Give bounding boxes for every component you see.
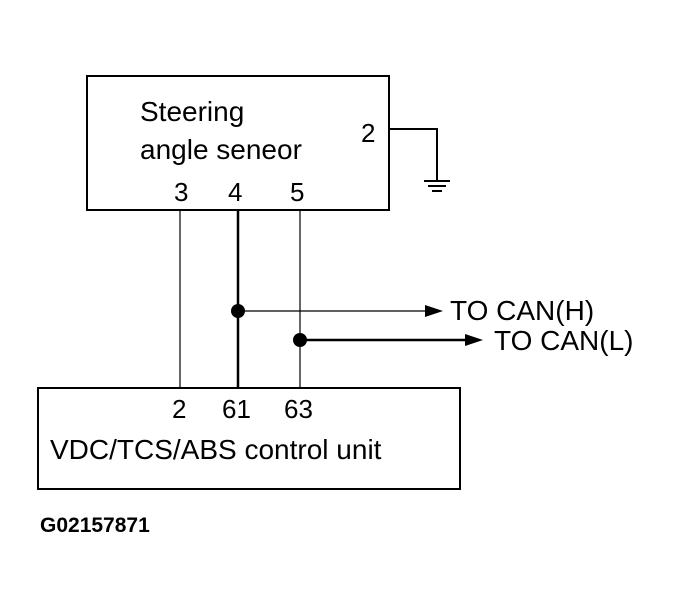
sensor-pin-5: 5 [290,177,304,207]
control-unit-box [37,387,461,490]
can-l-label: TO CAN(L) [494,325,634,356]
ground-icon [424,180,450,192]
sensor-title-line1: Steering [140,96,244,127]
can-h-label: TO CAN(H) [450,295,594,326]
can-l-junction [293,333,307,347]
can-h-arrow-icon [425,305,443,317]
sensor-pin-ground: 2 [361,118,375,148]
sensor-pin-3: 3 [174,177,188,207]
sensor-pin-4: 4 [228,177,242,207]
can-h-junction [231,304,245,318]
ground-wire [389,128,438,181]
control-unit-pin-2: 2 [172,394,186,424]
control-unit-label: VDC/TCS/ABS control unit [50,434,382,465]
figure-code: G02157871 [40,514,150,537]
can-l-arrow-icon [465,334,483,346]
control-unit-pin-63: 63 [284,394,313,424]
control-unit-pin-61: 61 [222,394,251,424]
sensor-title-line2: angle seneor [140,134,302,165]
